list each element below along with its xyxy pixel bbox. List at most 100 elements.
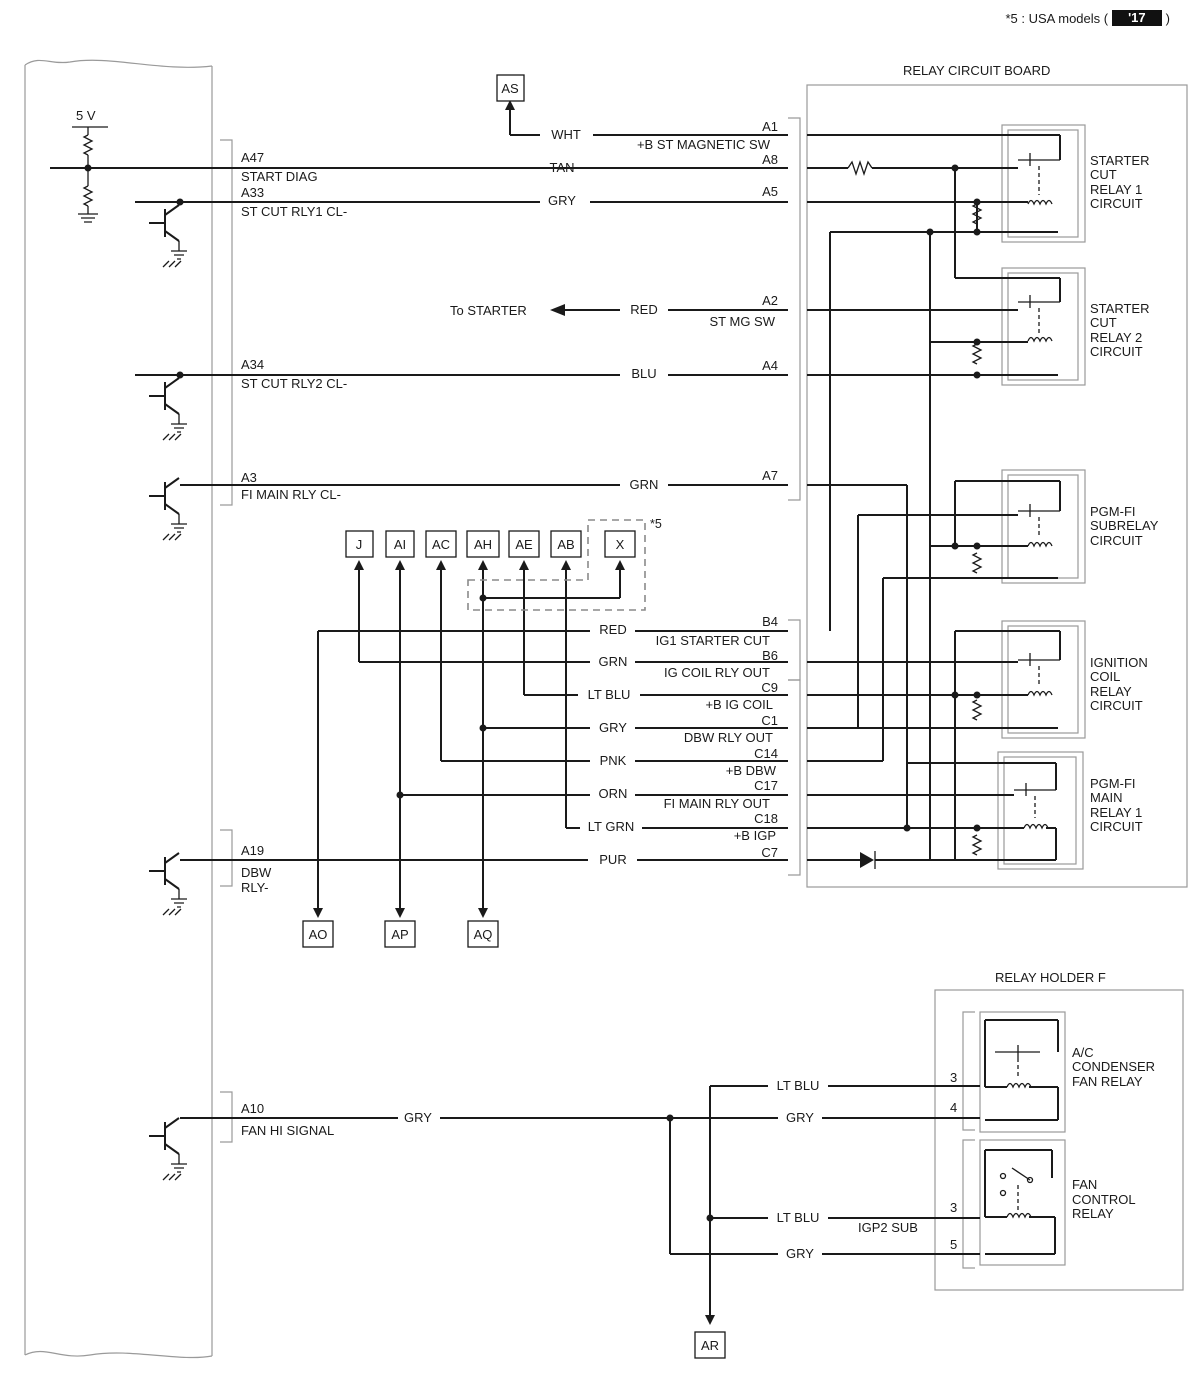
svg-text:RELAY 1: RELAY 1 <box>1090 182 1142 197</box>
svg-text:PNK: PNK <box>600 753 627 768</box>
svg-text:GRY: GRY <box>786 1246 814 1261</box>
relay-holder-wiring <box>984 1019 1059 1255</box>
svg-text:BLU: BLU <box>631 366 656 381</box>
svg-text:C9: C9 <box>761 680 778 695</box>
svg-text:RED: RED <box>599 622 626 637</box>
relay-board-title: RELAY CIRCUIT BOARD <box>903 63 1050 78</box>
svg-text:A33: A33 <box>241 185 264 200</box>
svg-text:TAN: TAN <box>549 160 574 175</box>
board-relay-boxes <box>997 124 1086 870</box>
svg-text:A47: A47 <box>241 150 264 165</box>
svg-text:IGNITION: IGNITION <box>1090 655 1148 670</box>
svg-text:FAN: FAN <box>1072 1177 1097 1192</box>
svg-text:A1: A1 <box>762 119 778 134</box>
svg-text:ST MG SW: ST MG SW <box>710 314 776 329</box>
ecm-drivers <box>50 167 630 1181</box>
svg-text:CIRCUIT: CIRCUIT <box>1090 196 1143 211</box>
svg-text:GRY: GRY <box>786 1110 814 1125</box>
svg-text:CONDENSER: CONDENSER <box>1072 1059 1155 1074</box>
connector-as: AS <box>496 74 525 102</box>
svg-text:B6: B6 <box>762 648 778 663</box>
holder-bracket-lower <box>962 1139 975 1269</box>
svg-text:PGM-FI: PGM-FI <box>1090 504 1136 519</box>
svg-text:FI MAIN RLY OUT: FI MAIN RLY OUT <box>664 796 770 811</box>
svg-text:A34: A34 <box>241 357 264 372</box>
svg-text:CIRCUIT: CIRCUIT <box>1090 344 1143 359</box>
board-relay-symbols <box>1014 153 1060 829</box>
svg-text:SUBRELAY: SUBRELAY <box>1090 518 1159 533</box>
board-pin-labels: A1 +B ST MAGNETIC SW A8 A5 A2 ST MG SW A… <box>637 119 778 860</box>
svg-text:+B ST MAGNETIC SW: +B ST MAGNETIC SW <box>637 137 771 152</box>
holder-relay-names: A/C CONDENSER FAN RELAY FAN CONTROL RELA… <box>1072 1045 1155 1221</box>
svg-text:C7: C7 <box>761 845 778 860</box>
connector-ah: AH <box>466 530 500 558</box>
svg-text:FAN HI SIGNAL: FAN HI SIGNAL <box>241 1123 334 1138</box>
main-wires <box>180 102 788 908</box>
svg-text:RELAY 1: RELAY 1 <box>1090 805 1142 820</box>
svg-text:LT BLU: LT BLU <box>777 1210 820 1225</box>
svg-text:CIRCUIT: CIRCUIT <box>1090 698 1143 713</box>
svg-text:4: 4 <box>950 1100 957 1115</box>
svg-text:PUR: PUR <box>599 852 626 867</box>
svg-text:DBW RLY OUT: DBW RLY OUT <box>684 730 773 745</box>
svg-text:AS: AS <box>501 81 519 96</box>
svg-text:AH: AH <box>474 537 492 552</box>
ecm-pin-labels: A47 START DIAG A33 ST CUT RLY1 CL- A34 S… <box>241 150 347 1138</box>
svg-text:IG COIL RLY OUT: IG COIL RLY OUT <box>664 665 770 680</box>
svg-text:RLY-: RLY- <box>241 880 268 895</box>
svg-text:A5: A5 <box>762 184 778 199</box>
connector-ai: AI <box>385 530 415 558</box>
holder-pin-labels: 3 4 3 5 IGP2 SUB <box>858 1070 957 1252</box>
relay-holder-f <box>934 989 1184 1291</box>
board-relay-names: STARTER CUT RELAY 1 CIRCUIT STARTER CUT … <box>1090 153 1159 834</box>
svg-text:+B DBW: +B DBW <box>726 763 777 778</box>
svg-text:AI: AI <box>394 537 406 552</box>
fan-wires <box>180 1085 980 1316</box>
svg-text:IG1 STARTER CUT: IG1 STARTER CUT <box>656 633 770 648</box>
fan-control-relay-box <box>979 1139 1066 1266</box>
svg-text:A2: A2 <box>762 293 778 308</box>
svg-text:A3: A3 <box>241 470 257 485</box>
svg-text:CIRCUIT: CIRCUIT <box>1090 533 1143 548</box>
wire-color-labels: WHT TAN GRY RED BLU GRN RED GRN LT BLU G… <box>404 127 819 1261</box>
svg-text:GRN: GRN <box>599 654 628 669</box>
svg-text:A7: A7 <box>762 468 778 483</box>
svg-text:ORN: ORN <box>599 786 628 801</box>
svg-text:RELAY 2: RELAY 2 <box>1090 330 1142 345</box>
svg-text:FAN RELAY: FAN RELAY <box>1072 1074 1143 1089</box>
connector-ab: AB <box>550 530 582 558</box>
svg-text:CONTROL: CONTROL <box>1072 1192 1136 1207</box>
svg-text:GRY: GRY <box>548 193 576 208</box>
connector-ac: AC <box>425 530 457 558</box>
svg-text:ST CUT RLY2 CL-: ST CUT RLY2 CL- <box>241 376 347 391</box>
five-volt-supply: 5 V <box>72 108 108 223</box>
model-note-suffix: ) <box>1165 10 1170 26</box>
svg-text:LT BLU: LT BLU <box>777 1078 820 1093</box>
svg-text:CUT: CUT <box>1090 167 1117 182</box>
usa-models-note-marker: *5 <box>650 517 662 531</box>
svg-text:A4: A4 <box>762 358 778 373</box>
year-badge: '17 <box>1112 10 1162 26</box>
svg-text:CIRCUIT: CIRCUIT <box>1090 819 1143 834</box>
svg-text:5: 5 <box>950 1237 957 1252</box>
svg-text:AQ: AQ <box>474 927 493 942</box>
connector-ao: AO <box>302 920 334 948</box>
svg-text:A19: A19 <box>241 843 264 858</box>
svg-text:3: 3 <box>950 1200 957 1215</box>
svg-text:AE: AE <box>515 537 533 552</box>
svg-text:A/C: A/C <box>1072 1045 1094 1060</box>
board-brackets <box>788 117 801 876</box>
svg-text:IGP2 SUB: IGP2 SUB <box>858 1220 918 1235</box>
svg-text:+B IG COIL: +B IG COIL <box>705 697 773 712</box>
svg-text:START DIAG: START DIAG <box>241 169 318 184</box>
model-note: *5 : USA models ( '17 ) <box>1005 10 1170 26</box>
arrowheads <box>313 100 715 1325</box>
svg-text:A10: A10 <box>241 1101 264 1116</box>
svg-text:+B IGP: +B IGP <box>734 828 776 843</box>
svg-text:FI MAIN RLY CL-: FI MAIN RLY CL- <box>241 487 341 502</box>
svg-text:STARTER: STARTER <box>1090 301 1149 316</box>
svg-text:LT BLU: LT BLU <box>588 687 631 702</box>
svg-text:J: J <box>356 537 363 552</box>
connector-ar: AR <box>694 1331 726 1359</box>
svg-text:MAIN: MAIN <box>1090 790 1123 805</box>
